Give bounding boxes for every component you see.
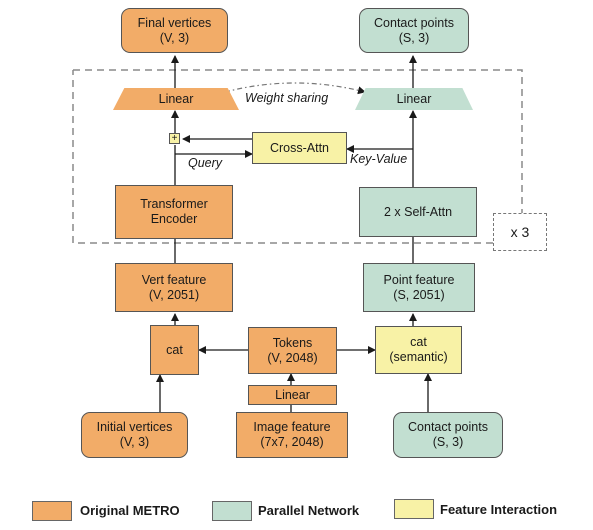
linear-right-layer: Linear xyxy=(355,88,473,110)
cat-left-box: cat xyxy=(150,325,199,375)
linear-left-layer: Linear xyxy=(113,88,239,110)
repeat-region-border xyxy=(72,69,523,244)
tokens-box: Tokens (V, 2048) xyxy=(248,327,337,374)
linear-image-box: Linear xyxy=(248,385,337,405)
weight-sharing-arrow xyxy=(217,82,366,98)
contact-points-input-box: Contact points (S, 3) xyxy=(393,412,503,458)
legend-swatch-interaction xyxy=(394,499,434,519)
cross-attn-box: Cross-Attn xyxy=(252,132,347,164)
contact-points-output-box: Contact points (S, 3) xyxy=(359,8,469,53)
plus-icon: + xyxy=(169,133,180,144)
legend-swatch-parallel xyxy=(212,501,252,521)
initial-vertices-box: Initial vertices (V, 3) xyxy=(81,412,188,458)
key-value-label: Key-Value xyxy=(350,152,408,166)
legend-label-interaction: Feature Interaction xyxy=(440,502,558,517)
transformer-encoder-box: Transformer Encoder xyxy=(115,185,233,239)
vert-feature-box: Vert feature (V, 2051) xyxy=(115,263,233,312)
legend-label-parallel: Parallel Network xyxy=(258,503,360,518)
query-label: Query xyxy=(188,156,223,170)
cat-semantic-box: cat (semantic) xyxy=(375,326,462,374)
image-feature-box: Image feature (7x7, 2048) xyxy=(236,412,348,458)
repeat-count-badge: x 3 xyxy=(493,213,547,251)
legend-label-original: Original METRO xyxy=(80,503,180,518)
final-vertices-box: Final vertices (V, 3) xyxy=(121,8,228,53)
point-feature-box: Point feature (S, 2051) xyxy=(363,263,475,312)
legend-swatch-original xyxy=(32,501,72,521)
weight-sharing-label: Weight sharing xyxy=(245,91,329,105)
self-attn-box: 2 x Self-Attn xyxy=(359,187,477,237)
